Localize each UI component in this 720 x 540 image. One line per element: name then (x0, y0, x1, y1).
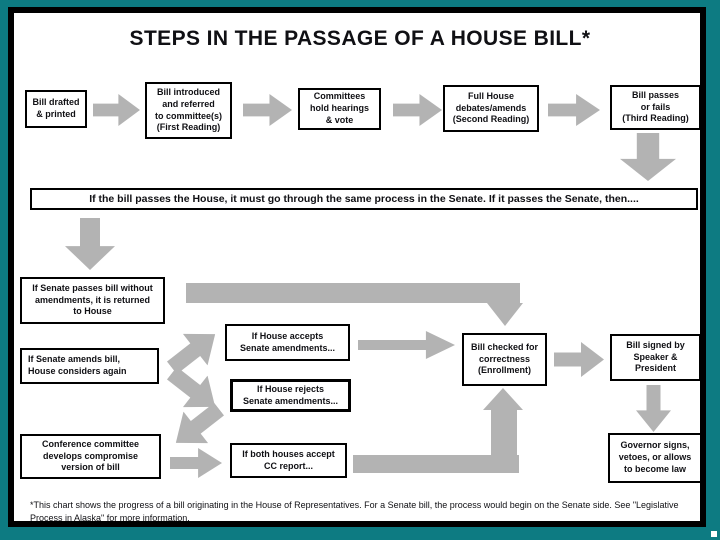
box-house-rejects-amendments: If House rejects Senate amendments... (230, 379, 351, 412)
box-bill-passes-or-fails: Bill passes or fails (Third Reading) (610, 85, 701, 130)
box-bill-introduced: Bill introduced and referred to committe… (145, 82, 232, 139)
box-governor-action: Governor signs, vetoes, or allows to bec… (608, 433, 702, 483)
arrow-shaft (186, 283, 520, 303)
up-right-arrow-icon (160, 318, 228, 383)
box-conference-committee: Conference committee develops compromise… (20, 434, 161, 479)
box-bill-drafted: Bill drafted & printed (25, 90, 87, 128)
right-arrow-icon (548, 94, 600, 126)
down-arrow-icon (636, 385, 671, 432)
footnote: *This chart shows the progress of a bill… (30, 500, 679, 524)
box-full-house-debates: Full House debates/amends (Second Readin… (443, 85, 539, 132)
slide-content-frame: STEPS IN THE PASSAGE OF A HOUSE BILL* Bi… (8, 7, 706, 527)
banner-senate-process: If the bill passes the House, it must go… (30, 188, 698, 210)
page-title: STEPS IN THE PASSAGE OF A HOUSE BILL* (129, 27, 591, 50)
box-both-houses-accept-cc-report: If both houses accept CC report... (230, 443, 347, 478)
box-house-accepts-amendments: If House accepts Senate amendments... (225, 324, 350, 361)
right-arrow-icon (393, 94, 442, 126)
right-arrow-icon (554, 342, 604, 377)
down-arrow-icon (620, 133, 676, 181)
arrow-shaft (353, 455, 519, 473)
box-senate-passes-without-amendments: If Senate passes bill without amendments… (20, 277, 165, 324)
right-arrow-icon (358, 331, 455, 359)
right-arrow-icon (93, 94, 140, 126)
box-committees-hearings: Committees hold hearings & vote (298, 88, 381, 130)
right-arrow-icon (243, 94, 292, 126)
box-enrollment: Bill checked for correctness (Enrollment… (462, 333, 547, 386)
box-senate-amends-bill: If Senate amends bill, House considers a… (20, 348, 159, 384)
right-arrow-icon (170, 448, 222, 478)
down-arrow-icon (65, 218, 115, 270)
down-arrowhead-icon (487, 303, 523, 326)
arrow-shaft (491, 409, 517, 473)
box-signed-by-speaker-president: Bill signed by Speaker & President (610, 334, 701, 381)
up-arrowhead-icon (483, 388, 523, 410)
corner-resize-dot (711, 531, 717, 537)
